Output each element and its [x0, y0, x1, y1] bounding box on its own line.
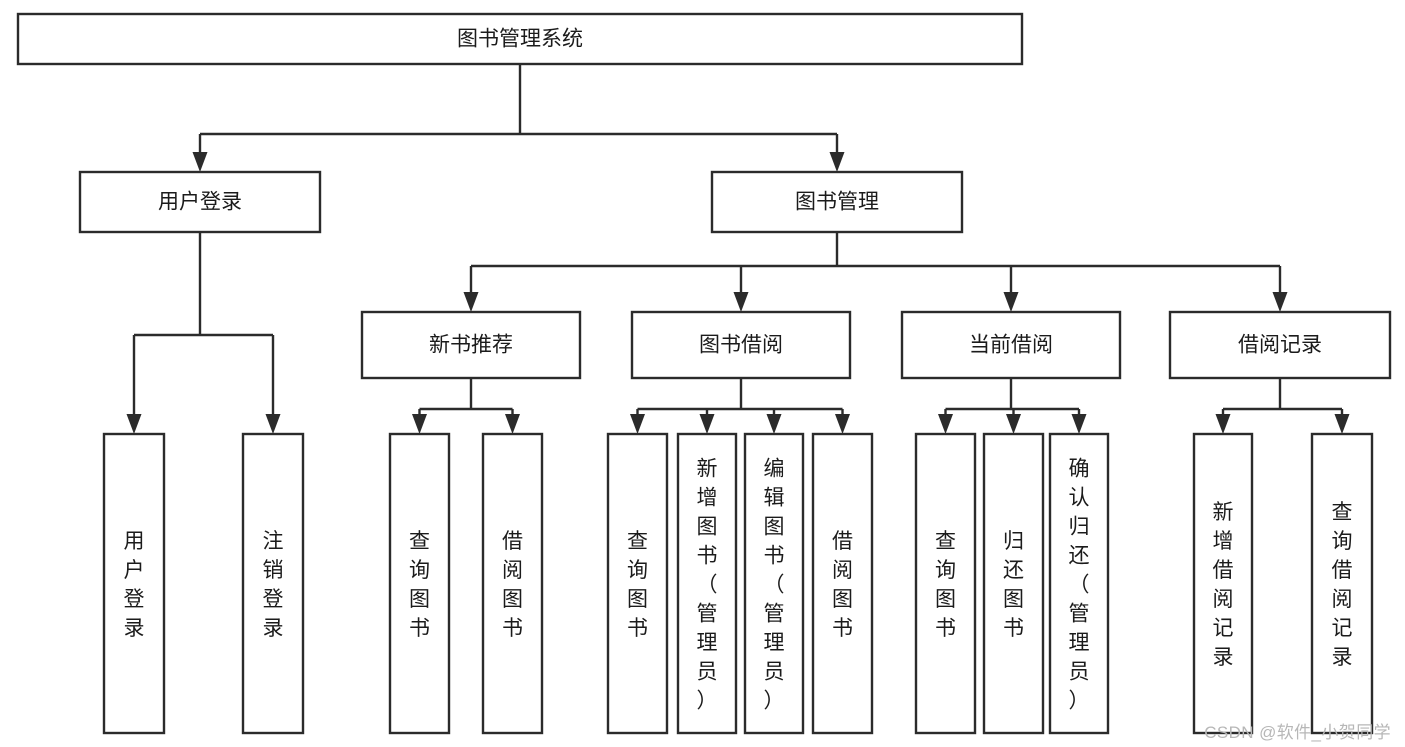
node-box: [102, 432, 166, 735]
node-leaf-logout[interactable]: 注销登录: [241, 432, 305, 735]
arrow-head-icon: [938, 414, 953, 434]
arrow-head-icon: [1071, 414, 1087, 434]
node-label: 借阅图书: [502, 530, 523, 640]
node-label: 新增借阅记录: [1213, 501, 1234, 669]
node-box: [982, 432, 1045, 735]
node-label: 用户登录: [124, 530, 145, 640]
node-leaf-borrow-book-2[interactable]: 借阅图书: [811, 432, 874, 735]
node-label: 借阅图书: [832, 530, 853, 640]
edge-group-root: [192, 64, 845, 172]
node-book-manage[interactable]: 图书管理: [710, 170, 964, 234]
node-label: 新增图书（管理员）: [697, 458, 718, 713]
node-box: [1310, 432, 1374, 735]
node-box: [481, 432, 544, 735]
node-label: 归还图书: [1003, 530, 1024, 640]
node-label: 图书借阅: [699, 334, 783, 357]
node-user-login[interactable]: 用户登录: [78, 170, 322, 234]
arrow-head-icon: [835, 414, 850, 434]
node-label: 新书推荐: [429, 334, 513, 357]
nodes-layer: 图书管理系统用户登录图书管理新书推荐图书借阅当前借阅借阅记录用户登录注销登录查询…: [16, 12, 1392, 735]
arrow-head-icon: [265, 414, 281, 434]
node-root[interactable]: 图书管理系统: [16, 12, 1024, 66]
node-box: [16, 12, 1024, 66]
arrow-head-icon: [630, 414, 645, 434]
node-label: 借阅记录: [1238, 334, 1322, 357]
node-box: [630, 310, 852, 380]
node-box: [1048, 432, 1110, 735]
node-box: [811, 432, 874, 735]
node-leaf-query-book-2[interactable]: 查询图书: [606, 432, 669, 735]
node-label: 图书管理: [795, 191, 879, 214]
arrow-head-icon: [1272, 292, 1288, 312]
node-box: [676, 432, 738, 735]
node-box: [241, 432, 305, 735]
arrow-head-icon: [766, 414, 782, 434]
node-leaf-borrow-book-1[interactable]: 借阅图书: [481, 432, 544, 735]
edge-group-current-borrow: [938, 378, 1087, 434]
node-box: [360, 310, 582, 380]
node-box: [900, 310, 1122, 380]
node-leaf-query-book-1[interactable]: 查询图书: [388, 432, 451, 735]
node-box: [1168, 310, 1392, 380]
arrow-head-icon: [463, 292, 479, 312]
node-box: [914, 432, 977, 735]
arrow-head-icon: [126, 414, 142, 434]
node-label: 图书管理系统: [457, 28, 583, 51]
csdn-watermark: CSDN @软件_小贺同学: [1204, 723, 1391, 742]
arrow-head-icon: [192, 152, 208, 172]
node-box: [710, 170, 964, 234]
node-leaf-query-borrow-record[interactable]: 查询借阅记录: [1310, 432, 1374, 735]
node-label: 当前借阅: [969, 334, 1053, 357]
node-new-book-recommend[interactable]: 新书推荐: [360, 310, 582, 380]
node-leaf-edit-book[interactable]: 编辑图书（管理员）: [743, 432, 805, 735]
arrow-head-icon: [699, 414, 715, 434]
arrow-head-icon: [829, 152, 845, 172]
edge-group-user-login: [126, 232, 281, 434]
node-leaf-query-book-3[interactable]: 查询图书: [914, 432, 977, 735]
node-box: [388, 432, 451, 735]
edge-group-book-borrow: [630, 378, 850, 434]
node-leaf-add-borrow-record[interactable]: 新增借阅记录: [1192, 432, 1254, 735]
edge-group-new-book-recommend: [412, 378, 520, 434]
node-label: 确认归还（管理员）: [1069, 458, 1090, 713]
arrow-head-icon: [1006, 414, 1021, 434]
arrow-head-icon: [412, 414, 427, 434]
arrow-head-icon: [1334, 414, 1350, 434]
node-label: 用户登录: [158, 191, 242, 214]
node-borrow-record[interactable]: 借阅记录: [1168, 310, 1392, 380]
arrow-head-icon: [1003, 292, 1019, 312]
node-leaf-confirm-return[interactable]: 确认归还（管理员）: [1048, 432, 1110, 735]
node-box: [606, 432, 669, 735]
node-label: 查询图书: [627, 530, 648, 640]
node-box: [78, 170, 322, 234]
node-label: 编辑图书（管理员）: [764, 458, 785, 713]
edge-group-borrow-record: [1215, 378, 1350, 434]
arrow-head-icon: [1215, 414, 1231, 434]
node-current-borrow[interactable]: 当前借阅: [900, 310, 1122, 380]
connectors-layer: [126, 64, 1350, 434]
node-label: 查询借阅记录: [1332, 501, 1353, 669]
node-leaf-add-book[interactable]: 新增图书（管理员）: [676, 432, 738, 735]
node-label: 查询图书: [409, 530, 430, 640]
node-label: 查询图书: [935, 530, 956, 640]
arrow-head-icon: [505, 414, 520, 434]
node-leaf-return-book[interactable]: 归还图书: [982, 432, 1045, 735]
arrow-head-icon: [733, 292, 749, 312]
node-box: [1192, 432, 1254, 735]
node-label: 注销登录: [263, 530, 284, 640]
node-leaf-user-login[interactable]: 用户登录: [102, 432, 166, 735]
edge-group-book-manage: [463, 232, 1288, 312]
node-book-borrow[interactable]: 图书借阅: [630, 310, 852, 380]
node-box: [743, 432, 805, 735]
